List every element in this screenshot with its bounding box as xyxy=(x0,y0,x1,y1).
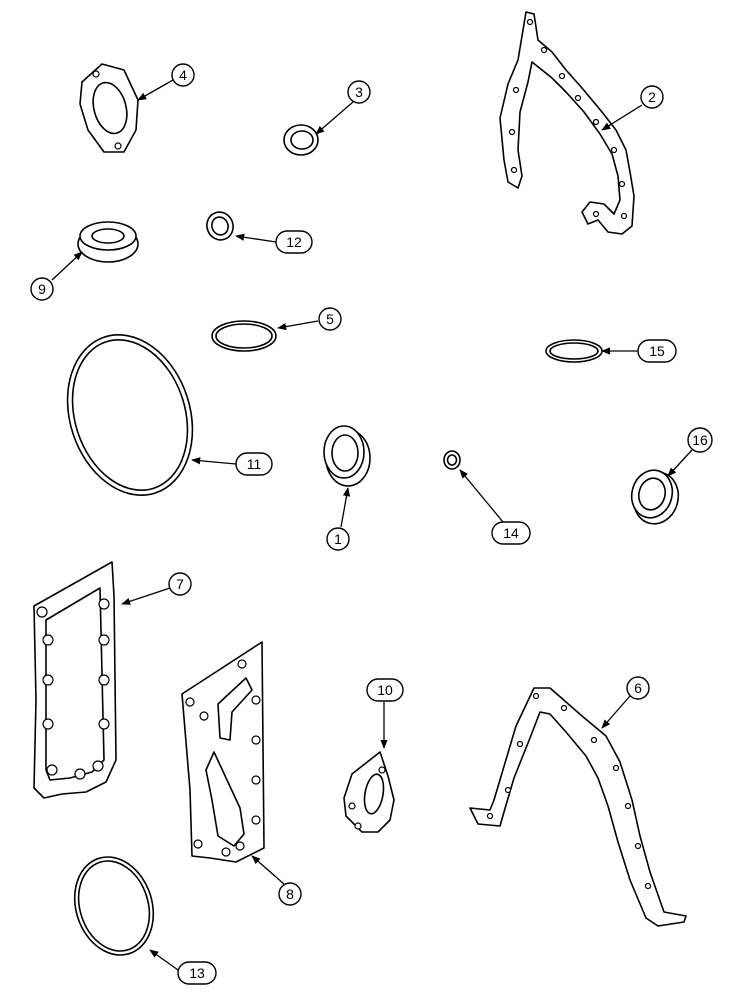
leader-16 xyxy=(667,449,693,477)
part-6-rear-cover-gasket xyxy=(469,687,687,927)
callout-15: 15 xyxy=(637,339,677,363)
leader-2 xyxy=(601,104,643,131)
callout-8: 8 xyxy=(278,882,302,906)
callout-7: 7 xyxy=(168,572,192,596)
callout-6-label: 6 xyxy=(634,680,642,696)
callout-7-label: 7 xyxy=(176,576,184,592)
leader-lines xyxy=(51,79,693,971)
callout-4: 4 xyxy=(171,63,195,87)
part-16-cup-seal xyxy=(630,469,680,525)
leader-5 xyxy=(277,320,319,331)
leader-12 xyxy=(235,233,277,243)
callout-2: 2 xyxy=(640,85,664,109)
part-5-o-ring xyxy=(211,320,277,352)
callout-4-label: 4 xyxy=(179,67,187,83)
leader-8 xyxy=(251,855,285,885)
part-8-plate-gasket xyxy=(181,641,265,863)
callout-10: 10 xyxy=(366,678,404,702)
callout-9: 9 xyxy=(30,277,54,301)
callout-10-label: 10 xyxy=(377,682,393,698)
callout-14: 14 xyxy=(491,521,531,545)
callout-3-label: 3 xyxy=(355,84,363,100)
leader-11 xyxy=(191,457,237,465)
leader-3 xyxy=(315,101,354,135)
part-9-washer-seal xyxy=(77,221,139,263)
callout-15-label: 15 xyxy=(649,343,665,359)
callout-13-label: 13 xyxy=(189,965,205,981)
callout-12: 12 xyxy=(275,230,313,254)
callout-8-label: 8 xyxy=(286,886,294,902)
part-12-small-ring xyxy=(206,211,234,241)
callout-16: 16 xyxy=(687,427,713,453)
callout-16-label: 16 xyxy=(692,432,708,448)
leader-6 xyxy=(601,695,631,729)
callout-14-label: 14 xyxy=(503,525,519,541)
leader-4 xyxy=(137,79,174,101)
callout-11: 11 xyxy=(235,452,273,476)
leader-7 xyxy=(121,587,171,605)
part-10-keyhole-gasket xyxy=(343,751,395,833)
callout-3: 3 xyxy=(347,80,371,104)
leader-9 xyxy=(51,251,83,281)
callout-1: 1 xyxy=(326,527,350,551)
part-4-flange-gasket xyxy=(79,63,139,153)
leader-1 xyxy=(340,487,351,528)
part-3-seal-ring xyxy=(283,124,319,156)
leader-14 xyxy=(459,469,504,523)
callout-13: 13 xyxy=(177,961,217,985)
part-14-tiny-ring xyxy=(443,450,461,470)
callout-5-label: 5 xyxy=(326,311,334,327)
callout-2-label: 2 xyxy=(648,89,656,105)
leader-13 xyxy=(149,949,179,971)
part-15-o-ring xyxy=(545,339,603,363)
part-1-cup-seal xyxy=(323,425,371,487)
part-7-rectangular-gasket xyxy=(33,561,117,799)
callout-5: 5 xyxy=(318,307,342,331)
part-11-large-o-ring xyxy=(66,334,194,496)
callout-6: 6 xyxy=(626,676,650,700)
part-13-o-ring xyxy=(73,856,155,956)
callout-11-label: 11 xyxy=(247,456,262,472)
callout-9-label: 9 xyxy=(38,281,46,297)
callout-12-label: 12 xyxy=(286,234,302,250)
callout-1-label: 1 xyxy=(334,531,342,547)
